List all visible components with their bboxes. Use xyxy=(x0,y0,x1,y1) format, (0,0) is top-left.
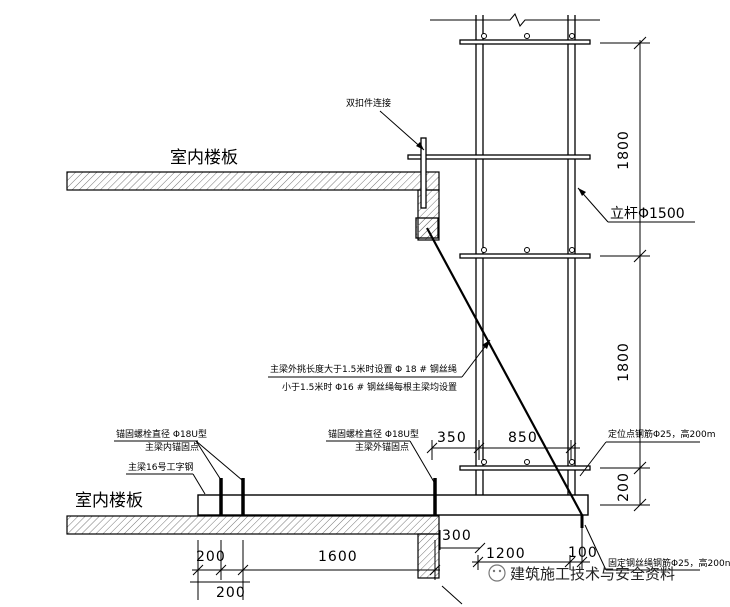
label-cable-note-2: 小于1.5米时 Φ16 # 钢丝绳每根主梁均设置 xyxy=(282,381,457,393)
coupler-dots xyxy=(481,33,575,465)
dim-850: 850 xyxy=(508,430,538,446)
wechat-icon xyxy=(488,564,506,582)
dim-1800-top: 1800 xyxy=(616,130,632,170)
arrow-double-clip xyxy=(416,142,424,150)
dim-1800-mid: 1800 xyxy=(616,342,632,382)
top-beam-dims xyxy=(426,440,580,460)
leader-bottom xyxy=(441,585,463,605)
label-anchor-left-1: 锚固螺栓直径 Φ18U型 xyxy=(116,428,207,440)
main-beam-i16 xyxy=(197,494,589,516)
anchor-bolts xyxy=(219,478,437,515)
dim-1600: 1600 xyxy=(318,549,358,565)
dim-200-below: 200 xyxy=(216,585,246,601)
leader-locating-bar xyxy=(579,441,607,477)
leader-anchor-mid xyxy=(409,440,435,483)
leader-beam-i16 xyxy=(192,473,206,495)
dim-300: 300 xyxy=(442,528,472,544)
label-beam-i16: 主梁16号工字钢 xyxy=(128,461,193,473)
label-cable-note-1: 主梁外挑长度大于1.5米时设置 Φ 18 # 钢丝绳 xyxy=(270,363,457,375)
leader-double-clip xyxy=(379,110,425,151)
lower-floor-slab xyxy=(66,515,440,579)
label-fixed-bar: 固定钢丝绳钢筋Φ25，高200n xyxy=(608,557,730,569)
dim-200-right: 200 xyxy=(616,472,632,502)
label-pole: 立杆Φ1500 xyxy=(610,206,685,222)
right-dim-lines xyxy=(600,36,650,512)
arrow-cable-note xyxy=(482,340,490,349)
label-floor-top: 室内楼板 xyxy=(170,148,238,168)
watermark-text: 建筑施工技术与安全资料 xyxy=(510,565,675,583)
label-anchor-mid-1: 锚固螺栓直径 Φ18U型 xyxy=(328,428,419,440)
arrow-pole xyxy=(578,188,586,196)
break-line xyxy=(430,13,600,27)
label-anchor-left-2: 主梁内锚固点 xyxy=(145,441,199,453)
watermark: 建筑施工技术与安全资料 xyxy=(488,564,675,583)
dim-1200: 1200 xyxy=(486,546,526,562)
upper-floor-slab xyxy=(66,171,440,241)
label-double-clip: 双扣件连接 xyxy=(346,97,391,109)
label-locating-bar: 定位点钢筋Φ25，高200m xyxy=(608,428,715,440)
leader-fixed-bar xyxy=(584,524,607,571)
label-anchor-mid-2: 主梁外锚固点 xyxy=(355,441,409,453)
dim-350: 350 xyxy=(437,430,467,446)
label-floor-bottom: 室内楼板 xyxy=(75,491,143,511)
leader-anchor-left-b xyxy=(195,440,243,481)
bottom-dims xyxy=(190,520,590,600)
ledgers xyxy=(407,39,591,471)
dim-200-left: 200 xyxy=(196,549,226,565)
leader-anchor-left-a xyxy=(195,440,222,481)
dim-100: 100 xyxy=(568,545,598,561)
steel-wire-rope xyxy=(426,227,583,516)
